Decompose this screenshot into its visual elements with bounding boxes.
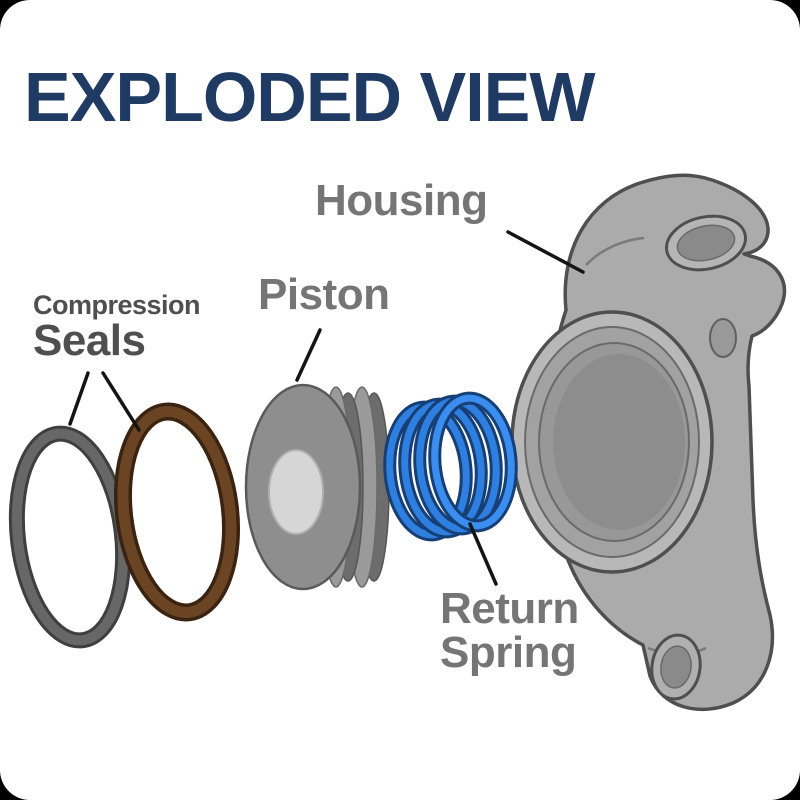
- compression-seal-gray-part: [8, 425, 132, 649]
- housing-label: Housing: [315, 176, 488, 225]
- piston-bore: [268, 449, 324, 535]
- return-spring-label-line2: Spring: [440, 628, 577, 677]
- seal-brown-ring: [117, 406, 237, 618]
- piston-leader-line: [295, 328, 322, 382]
- return-spring-leader-line: [468, 522, 498, 586]
- piston-part: [244, 383, 390, 591]
- housing-part: [510, 173, 787, 712]
- compression-seal-brown-part: [113, 402, 241, 622]
- compression-seals-label-line1: Compression: [33, 290, 201, 320]
- piston-label: Piston: [258, 270, 390, 319]
- housing-bore-back: [553, 354, 685, 530]
- housing-side-hole: [709, 318, 737, 358]
- housing-lug-hole: [660, 645, 692, 689]
- return-spring-part: [383, 391, 518, 542]
- housing-ear-edge: [585, 236, 645, 266]
- spring-coil-4: [431, 394, 515, 530]
- return-spring-label-line1: Return: [440, 584, 579, 633]
- page-title: EXPLODED VIEW: [24, 58, 595, 136]
- compression-seals-label-line2: Seals: [33, 316, 146, 365]
- leader-lines: [68, 230, 585, 586]
- housing-ear-hole: [676, 224, 736, 262]
- housing-leader-line: [506, 230, 585, 274]
- seal-gray-leader-line: [68, 371, 90, 426]
- seal-brown-leader-line: [101, 371, 141, 432]
